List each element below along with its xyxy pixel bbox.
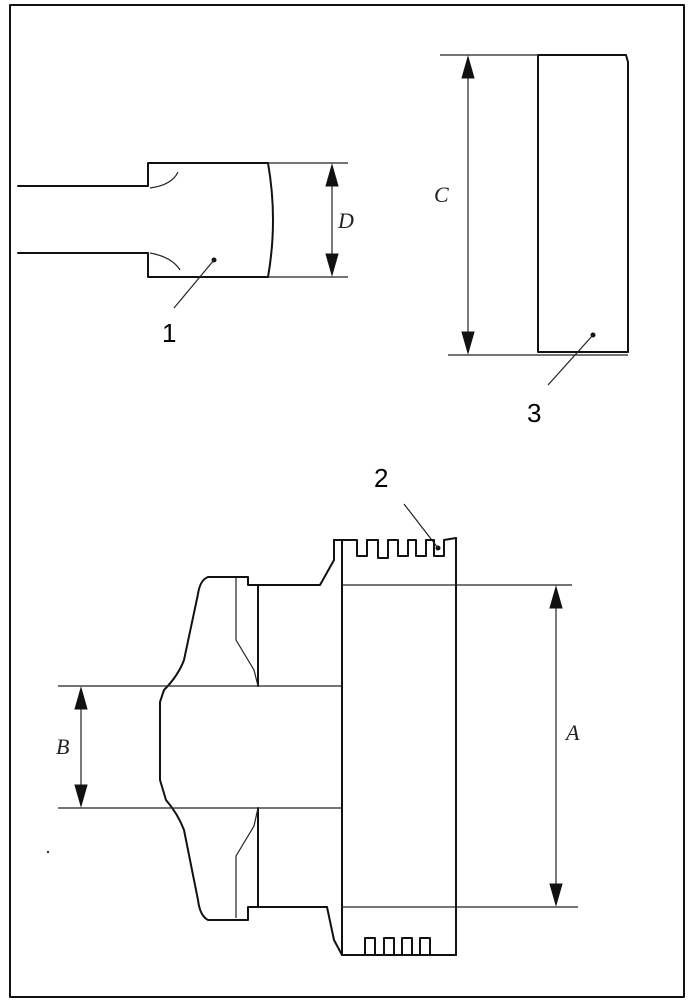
flange-upper-outline (159, 576, 259, 721)
part-1-top-edge (17, 162, 269, 187)
drawing-frame (9, 4, 685, 998)
gear-body-outline (341, 537, 457, 956)
dim-b-arrow-bottom (74, 784, 88, 808)
flange-lower-inner (235, 807, 259, 918)
part-1-shaft (17, 162, 274, 309)
dim-d-arrow-bottom (325, 253, 339, 277)
part-1-end-curve (267, 162, 274, 278)
hub-lower-step (257, 807, 328, 908)
part-1-bottom-edge (17, 252, 269, 278)
flange-lower-outline (159, 719, 259, 921)
dimension-a (456, 584, 578, 908)
dim-a-arrow-bottom (549, 883, 563, 907)
dim-c-label: C (434, 182, 449, 207)
part-1-fillet-top (149, 171, 179, 189)
flange-upper-inner (235, 578, 259, 687)
part-2-gear (159, 503, 457, 956)
dim-b-label: B (56, 734, 69, 759)
gear-lower-taper (326, 906, 343, 956)
dimension-d (268, 162, 348, 278)
dim-d-label: D (337, 208, 354, 233)
dimension-c (440, 54, 628, 356)
dim-b-arrow-top (74, 686, 88, 710)
part-2-leader-line (403, 503, 439, 549)
dim-c-arrow-bottom (461, 331, 475, 355)
gear-top-teeth (333, 537, 457, 559)
part-3-leader-line (547, 334, 594, 386)
gear-upper-taper (257, 539, 335, 586)
part-1-label: 1 (162, 318, 176, 348)
part-3-outline (537, 54, 629, 353)
part-1-leader-line (173, 259, 215, 309)
part-3-block (537, 54, 629, 386)
dimension-b (58, 685, 258, 809)
dim-d-arrow-top (325, 163, 339, 187)
dim-a-label: A (564, 720, 580, 745)
dim-c-arrow-top (461, 55, 475, 79)
part-3-label: 3 (527, 398, 541, 428)
scan-speck (46, 850, 50, 854)
dim-a-arrow-top (549, 585, 563, 609)
part-1-fillet-bottom (149, 252, 181, 271)
part-2-label: 2 (374, 463, 388, 493)
gear-bottom-teeth (341, 937, 457, 956)
